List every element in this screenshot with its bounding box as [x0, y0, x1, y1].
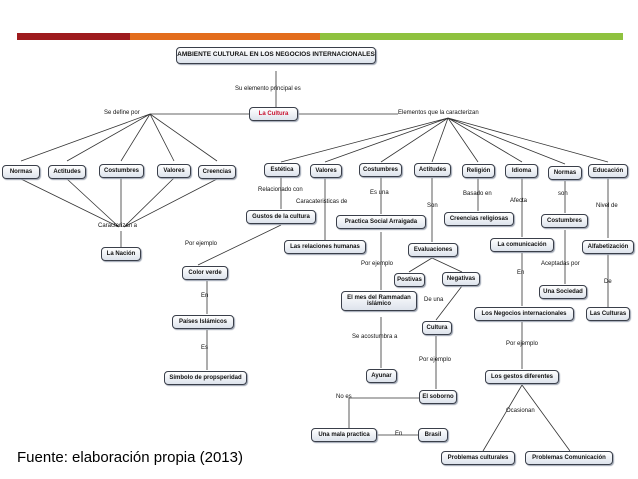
label-aceptadas: Aceptadas por — [541, 261, 580, 267]
label-por-ejemplo-2: Por ejemplo — [361, 261, 394, 267]
label-por-ejemplo-3: Por ejemplo — [419, 357, 452, 363]
node-costumbres-left: Costumbres — [99, 164, 144, 178]
node-simbolo: Símbolo de propsperidad — [164, 371, 247, 385]
label-por-ejemplo-4: Por ejemplo — [506, 341, 539, 347]
node-educacion: Educación — [588, 164, 628, 178]
node-ayunar: Ayunar — [366, 369, 397, 383]
label-se-define: Se define por — [104, 110, 140, 116]
node-idioma: Idioma — [505, 164, 538, 178]
node-creencias-religiosas: Creencias religiosas — [444, 212, 514, 226]
label-por-ejemplo-1: Por ejemplo — [185, 241, 218, 247]
node-creencias: Creencias — [198, 165, 236, 179]
label-elementos: Elementos que la caracterizan — [398, 110, 479, 116]
label-en-3: En — [517, 270, 525, 276]
node-positivas: Postivas — [394, 273, 425, 287]
map-title-node: AMBIENTE CULTURAL EN LOS NEGOCIOS INTERN… — [176, 47, 376, 64]
node-normas-right: Normas — [548, 166, 582, 180]
label-de-una: De una — [424, 297, 444, 303]
node-color-verde: Color verde — [182, 266, 228, 280]
node-gustos: Gustos de la cultura — [246, 210, 316, 224]
label-nivel: Nivel de — [596, 203, 618, 209]
node-comunicacion: La comunicación — [490, 238, 554, 252]
label-en-1: En — [201, 293, 209, 299]
label-de: De — [604, 279, 612, 285]
source-caption: Fuente: elaboración propia (2013) — [17, 449, 243, 466]
node-actitudes-left: Actitudes — [48, 165, 86, 179]
node-problemas-comunicacion: Problemas Comunicación — [525, 451, 613, 465]
node-actitudes-right: Actitudes — [414, 163, 451, 177]
node-costumbres-norms: Costumbres — [541, 214, 588, 228]
label-principal: Su elemento principal es — [235, 86, 301, 92]
label-ocasionan: Ocasionan — [506, 408, 535, 414]
node-brasil: Brasil — [418, 428, 448, 442]
node-negativas: Negativas — [442, 272, 480, 286]
label-en-2: En — [395, 431, 403, 437]
label-basado: Basado en — [463, 191, 492, 197]
header-bar-red — [17, 33, 130, 40]
label-son-2: son — [558, 191, 568, 197]
node-alfabetizacion: Alfabetización — [582, 240, 634, 254]
label-afecta: Afecta — [510, 198, 528, 204]
node-paises: Países Islámicos — [172, 315, 234, 329]
node-relaciones: Las relaciones humanas — [284, 240, 366, 254]
node-practica: Practica Social Arraigada — [336, 215, 426, 229]
node-valores-right: Valores — [310, 164, 342, 178]
node-negocios: Los Negocios internacionales — [474, 307, 574, 321]
label-son-1: Son — [427, 203, 438, 209]
header-bar-orange — [130, 33, 320, 40]
node-normas-left: Normas — [2, 165, 40, 179]
node-estetica: Estética — [264, 163, 300, 177]
label-se-acostumbra: Se acostumbra a — [352, 334, 398, 340]
node-cultura: Cultura — [422, 321, 452, 335]
node-gestos: Los gestos diferentes — [485, 370, 559, 384]
node-la-cultura: La Cultura — [249, 107, 298, 121]
node-las-culturas: Las Culturas — [586, 307, 630, 321]
node-mala-practica: Una mala practica — [311, 428, 377, 442]
node-soborno: El soborno — [419, 390, 457, 404]
label-es-1: Es — [201, 345, 209, 351]
label-caracteristicas: Caracateristicas de — [296, 199, 348, 205]
node-la-nacion: La Nación — [101, 247, 141, 261]
label-caracterizan: Caracterizan a — [98, 223, 138, 229]
label-es-una: Es una — [370, 190, 389, 196]
node-problemas-culturales: Problemas culturales — [441, 451, 515, 465]
node-valores-left: Valores — [157, 164, 191, 178]
node-ramadan: El mes del Rammadan islámico — [341, 291, 417, 311]
label-no-es: No es — [336, 394, 352, 400]
node-costumbres-right: Costumbres — [359, 163, 402, 177]
header-bar-green — [320, 33, 623, 40]
node-una-sociedad: Una Sociedad — [539, 285, 587, 299]
node-evaluaciones: Evaluaciones — [408, 243, 458, 257]
node-religion: Religión — [462, 164, 495, 178]
label-relacionado: Relacionado con — [258, 187, 303, 193]
